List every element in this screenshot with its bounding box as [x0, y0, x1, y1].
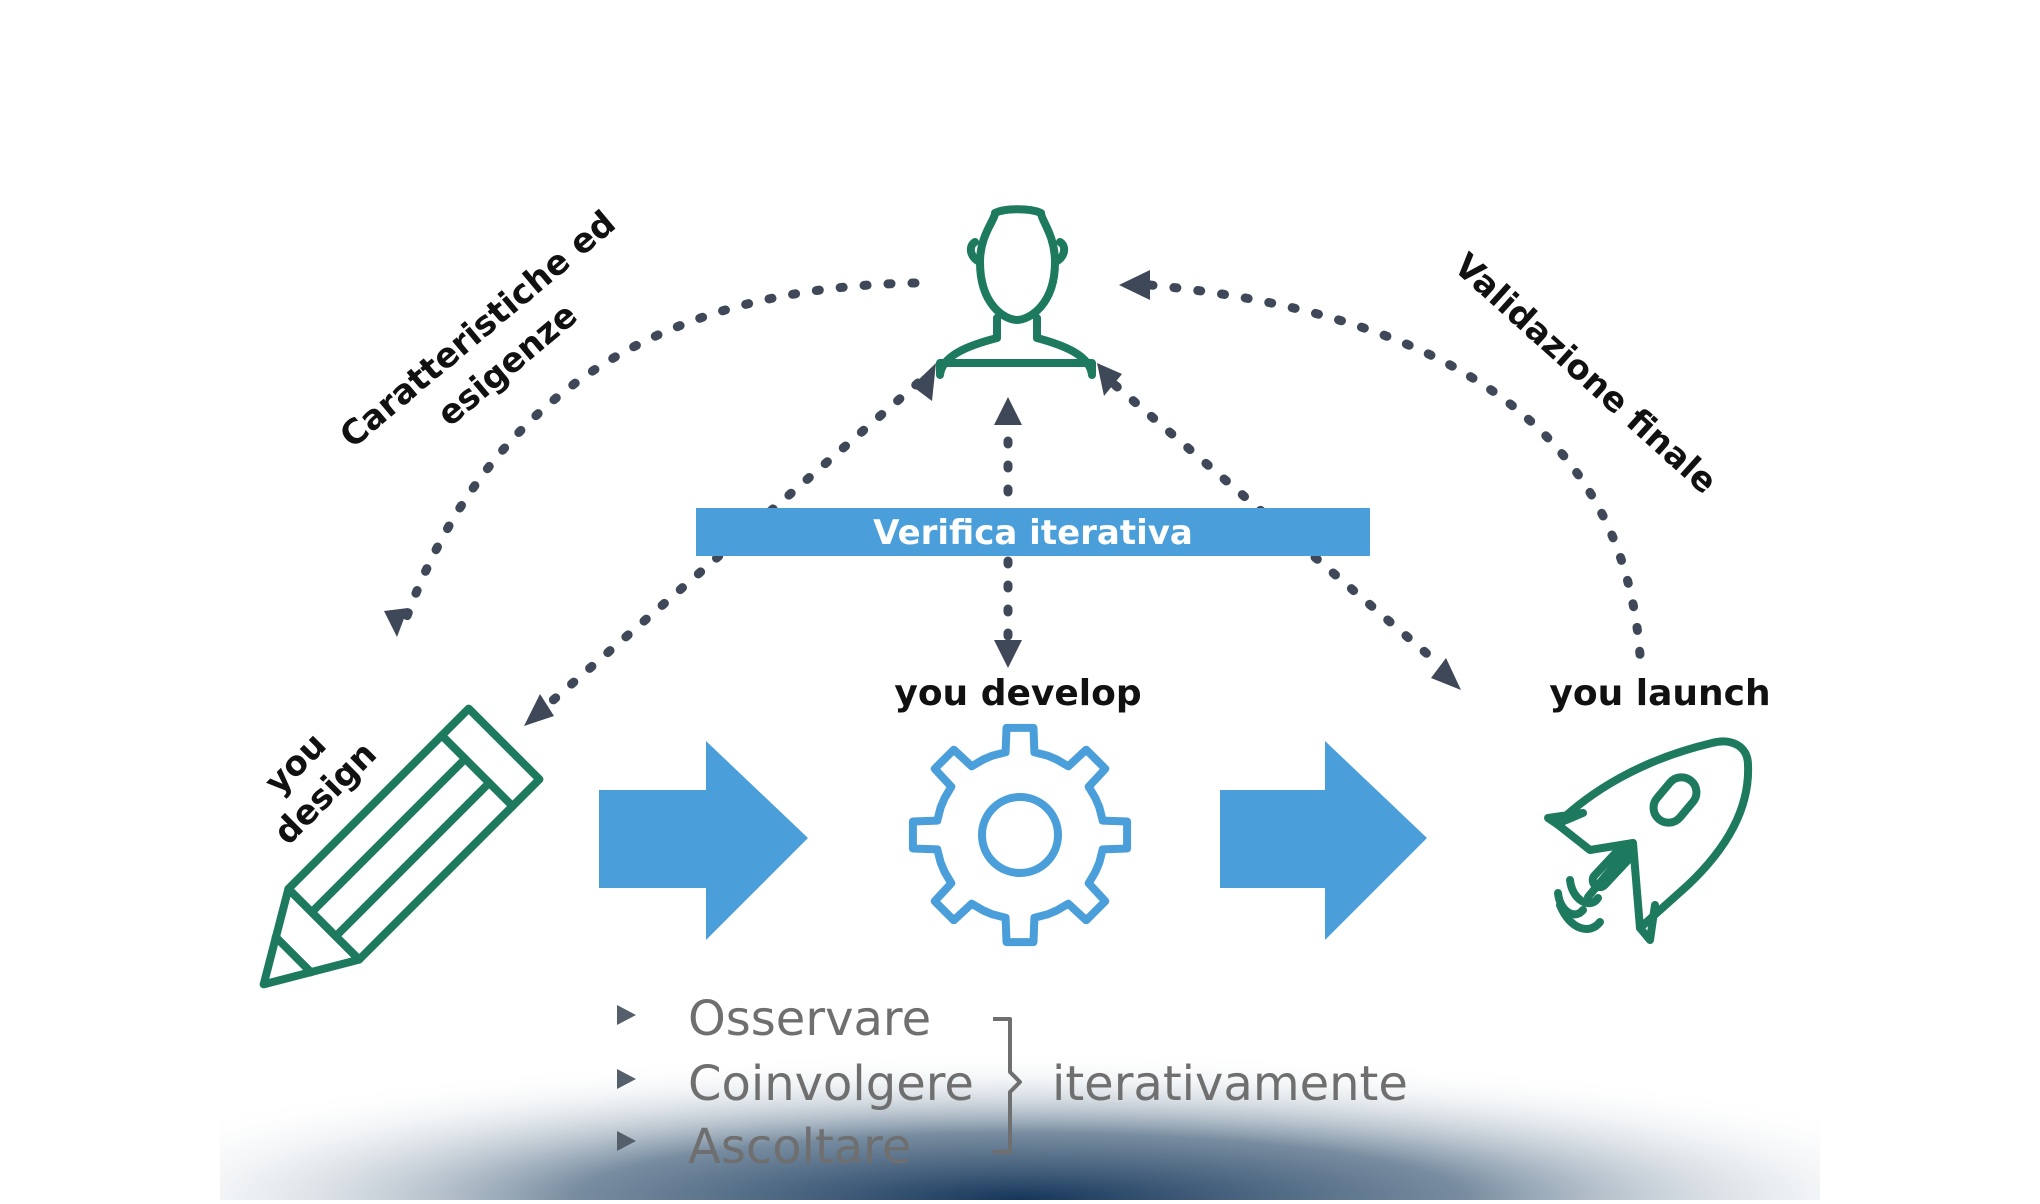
arrowhead-to-user-right-diag: [1097, 363, 1122, 396]
gear-icon: [908, 723, 1132, 947]
final-validation-label: Validazione finale: [1446, 246, 1725, 503]
arrowhead-to-design-top: [384, 608, 408, 637]
arrowhead-to-user-right: [1119, 270, 1150, 300]
arrowhead-to-user-left: [912, 363, 936, 401]
rocket-icon: [1544, 737, 1753, 944]
design-stage-label: you design: [257, 725, 385, 853]
iterative-label: iterativamente: [1052, 1056, 1408, 1112]
practice-item-coinvolgere: Coinvolgere: [688, 1056, 974, 1112]
arrowhead-to-user-middle: [994, 397, 1022, 425]
final-validation-label-text: Validazione finale: [1446, 246, 1725, 503]
dotted-arc-launch-to-user: [1145, 280, 1645, 660]
flow-arrow-design-to-develop: [599, 741, 808, 940]
user-icon: [936, 205, 1096, 379]
features-needs-label: Caratteristiche ed esigenze: [332, 203, 623, 456]
practice-list: Osservare Coinvolgere Ascoltare iterativ…: [617, 991, 1408, 1175]
bullet-marker-2: [617, 1069, 636, 1089]
arrowhead-to-develop: [994, 640, 1022, 668]
dotted-connectors: [397, 278, 1645, 713]
iterative-bracket: [993, 1017, 1022, 1154]
arrowhead-to-launch: [1431, 658, 1461, 690]
launch-stage-label: you launch: [1549, 673, 1770, 714]
bullet-marker-1: [617, 1005, 636, 1025]
pencil-icon: [259, 704, 544, 989]
verifica-banner-label: Verifica iterativa: [873, 513, 1193, 553]
dotted-line-user-design: [539, 378, 923, 713]
flow-arrow-develop-to-launch: [1220, 741, 1427, 940]
practice-item-osservare: Osservare: [688, 991, 931, 1047]
develop-stage-label: you develop: [894, 673, 1141, 714]
arrowhead-to-design: [524, 694, 554, 726]
dotted-arc-user-to-design: [397, 278, 920, 635]
arrowheads: [384, 270, 1461, 726]
bullet-marker-3: [617, 1131, 636, 1151]
practice-item-ascoltare: Ascoltare: [688, 1119, 911, 1175]
verifica-banner: [696, 508, 1370, 556]
